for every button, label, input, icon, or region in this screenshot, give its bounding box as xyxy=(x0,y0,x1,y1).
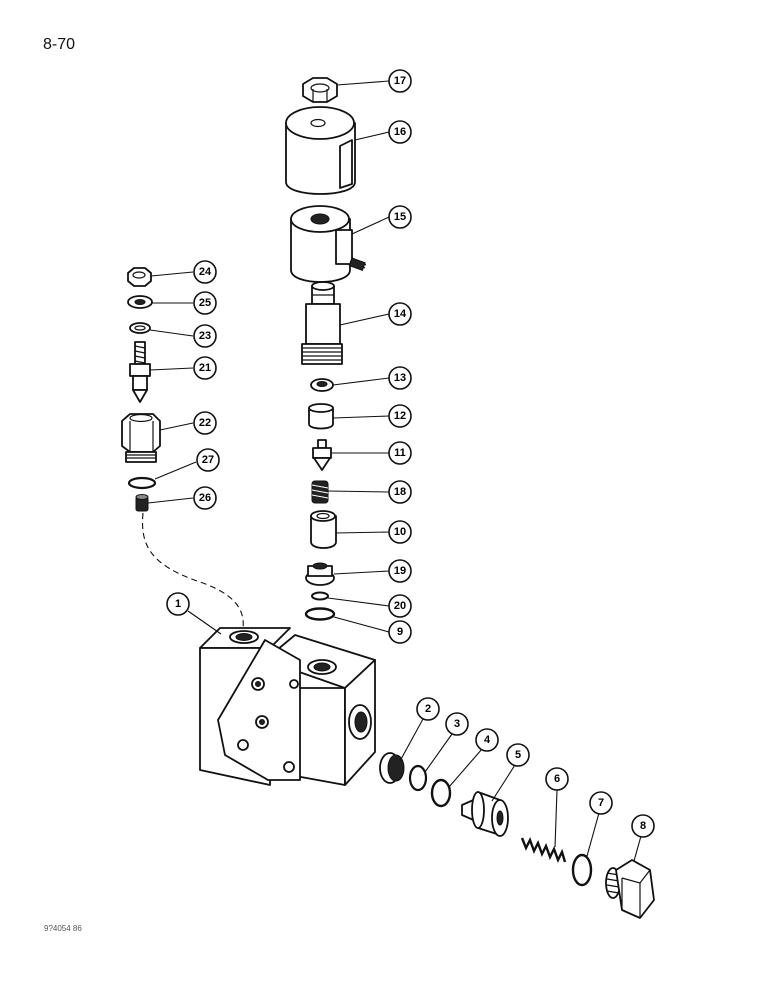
callout-20-label: 20 xyxy=(394,600,406,612)
part-12-plunger xyxy=(308,403,334,430)
part-14-stem xyxy=(301,281,343,365)
callout-1-label: 1 xyxy=(175,598,181,610)
part-4-o-ring xyxy=(430,778,452,808)
callout-11-label: 11 xyxy=(394,447,406,459)
part-11-pin xyxy=(312,439,332,471)
assembly-line-26 xyxy=(141,512,244,629)
callout-25: 25 xyxy=(193,291,217,315)
callout-8: 8 xyxy=(631,814,655,838)
callout-24-label: 24 xyxy=(199,266,212,278)
callout-8-label: 8 xyxy=(640,820,646,832)
callout-26-label: 26 xyxy=(199,492,211,504)
part-3-o-ring xyxy=(408,764,428,792)
callout-6: 6 xyxy=(545,767,569,791)
callout-11: 11 xyxy=(388,441,412,465)
part-20-o-ring xyxy=(311,591,329,601)
callout-14: 14 xyxy=(388,302,412,326)
callout-12: 12 xyxy=(388,404,412,428)
callout-27: 27 xyxy=(196,448,220,472)
callout-3-label: 3 xyxy=(454,718,460,730)
callout-9-label: 9 xyxy=(397,626,403,638)
callout-14-label: 14 xyxy=(394,308,407,320)
callout-10: 10 xyxy=(388,520,412,544)
callout-13-label: 13 xyxy=(394,372,406,384)
page-number: 8-70 xyxy=(43,36,76,53)
callout-20: 20 xyxy=(388,594,412,618)
callout-23-label: 23 xyxy=(199,330,211,342)
callout-4: 4 xyxy=(475,728,499,752)
callout-4-label: 4 xyxy=(484,734,491,746)
part-8-hex-plug xyxy=(605,859,655,919)
callout-6-label: 6 xyxy=(554,773,560,785)
callout-1: 1 xyxy=(166,592,190,616)
callout-15: 15 xyxy=(388,205,412,229)
part-21-screw xyxy=(129,341,151,403)
callout-7-label: 7 xyxy=(598,797,604,809)
part-15-coil xyxy=(290,205,367,283)
callout-26: 26 xyxy=(193,486,217,510)
callout-18: 18 xyxy=(388,480,412,504)
callout-17-label: 17 xyxy=(394,75,406,87)
callout-5-label: 5 xyxy=(515,749,521,761)
callout-22: 22 xyxy=(193,411,217,435)
callout-13: 13 xyxy=(388,366,412,390)
callout-22-label: 22 xyxy=(199,417,211,429)
callout-27-label: 27 xyxy=(202,454,214,466)
callout-15-label: 15 xyxy=(394,211,406,223)
callout-7: 7 xyxy=(589,791,613,815)
part-6-spring xyxy=(520,836,567,864)
part-5-spool xyxy=(461,791,509,837)
part-26-plug xyxy=(135,494,149,512)
part-7-o-ring xyxy=(571,853,593,887)
part-2-plug xyxy=(379,752,405,784)
part-27-o-ring xyxy=(127,476,157,490)
part-1-valve-body xyxy=(199,627,376,786)
leader-lines xyxy=(147,80,642,862)
callout-9: 9 xyxy=(388,620,412,644)
part-18-spring xyxy=(311,480,329,504)
part-16-cover xyxy=(285,106,356,195)
part-22-fitting xyxy=(121,413,161,463)
callout-5: 5 xyxy=(506,743,530,767)
callout-18-label: 18 xyxy=(394,486,406,498)
callout-12-label: 12 xyxy=(394,410,406,422)
callout-19: 19 xyxy=(388,559,412,583)
callout-17: 17 xyxy=(388,69,412,93)
part-9-o-ring xyxy=(304,607,336,621)
part-23-seal xyxy=(129,322,151,334)
callout-25-label: 25 xyxy=(199,297,211,309)
callout-19-label: 19 xyxy=(394,565,406,577)
callout-16-label: 16 xyxy=(394,126,406,138)
part-25-washer xyxy=(127,295,153,309)
callout-24: 24 xyxy=(193,260,217,284)
callout-21-label: 21 xyxy=(199,362,211,374)
part-19-seat xyxy=(305,562,335,586)
callout-2-label: 2 xyxy=(425,703,431,715)
callout-2: 2 xyxy=(416,697,440,721)
callout-3: 3 xyxy=(445,712,469,736)
callout-21: 21 xyxy=(193,356,217,380)
part-24-nut xyxy=(127,267,152,287)
callout-16: 16 xyxy=(388,120,412,144)
callout-23: 23 xyxy=(193,324,217,348)
part-10-sleeve xyxy=(310,510,337,549)
figure-code: 9?4054 86 xyxy=(44,924,82,933)
part-17-nut xyxy=(302,77,338,103)
callout-10-label: 10 xyxy=(394,526,406,538)
part-13-seal xyxy=(310,378,334,392)
